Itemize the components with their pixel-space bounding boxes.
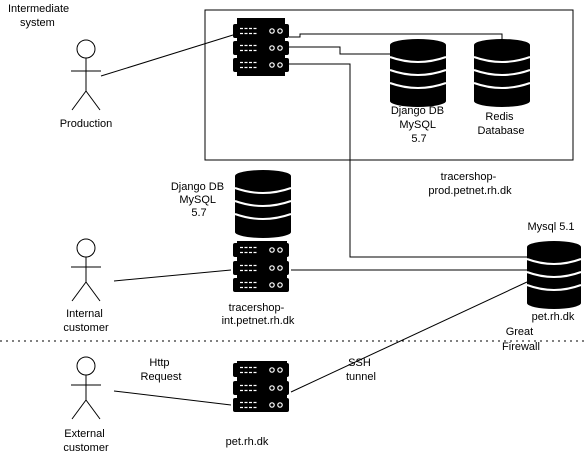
connector-lines — [0, 33, 584, 406]
link-prod-server-django-db — [289, 46, 390, 55]
database-icon — [234, 170, 292, 238]
production-label: Production — [60, 118, 113, 130]
link-external-customer-server — [113, 390, 232, 406]
intermediate-system-label: Intermediate system — [8, 3, 72, 29]
user-icon — [71, 238, 101, 302]
http-request-label: Http Request — [141, 357, 182, 383]
pet-host-right-label: pet.rh.dk — [532, 311, 575, 323]
link-production-server — [100, 34, 234, 77]
int-host-label: tracershop- int.petnet.rh.dk — [222, 302, 295, 327]
link-ssh-tunnel — [290, 281, 528, 393]
server-icon — [232, 361, 290, 413]
link-prod-server-redis — [289, 33, 503, 41]
production-system-frame — [204, 9, 574, 161]
ssh-tunnel-label: SSH tunnel — [346, 357, 376, 383]
mysql-version-label: Mysql 5.1 — [527, 221, 574, 233]
server-icon — [232, 241, 290, 293]
database-icon — [473, 39, 531, 107]
database-icon — [389, 39, 447, 107]
pet-host-bottom-label: pet.rh.dk — [226, 436, 269, 448]
prod-django-db-label: Django DB MySQL 5.7 — [391, 105, 447, 145]
redis-db-label: Redis Database — [477, 111, 524, 137]
great-firewall-label: Great Firewall — [502, 326, 540, 353]
internal-customer-label: Internal customer — [63, 308, 109, 334]
database-icon — [526, 241, 582, 309]
link-internal-customer-server — [113, 269, 232, 282]
int-django-db-label: Django DB MySQL 5.7 — [171, 181, 227, 219]
server-icon — [232, 18, 290, 76]
user-icon — [71, 39, 101, 111]
prod-host-label: tracershop- prod.petnet.rh.dk — [428, 171, 512, 197]
user-icon — [71, 356, 101, 420]
external-customer-label: External customer — [63, 428, 109, 454]
